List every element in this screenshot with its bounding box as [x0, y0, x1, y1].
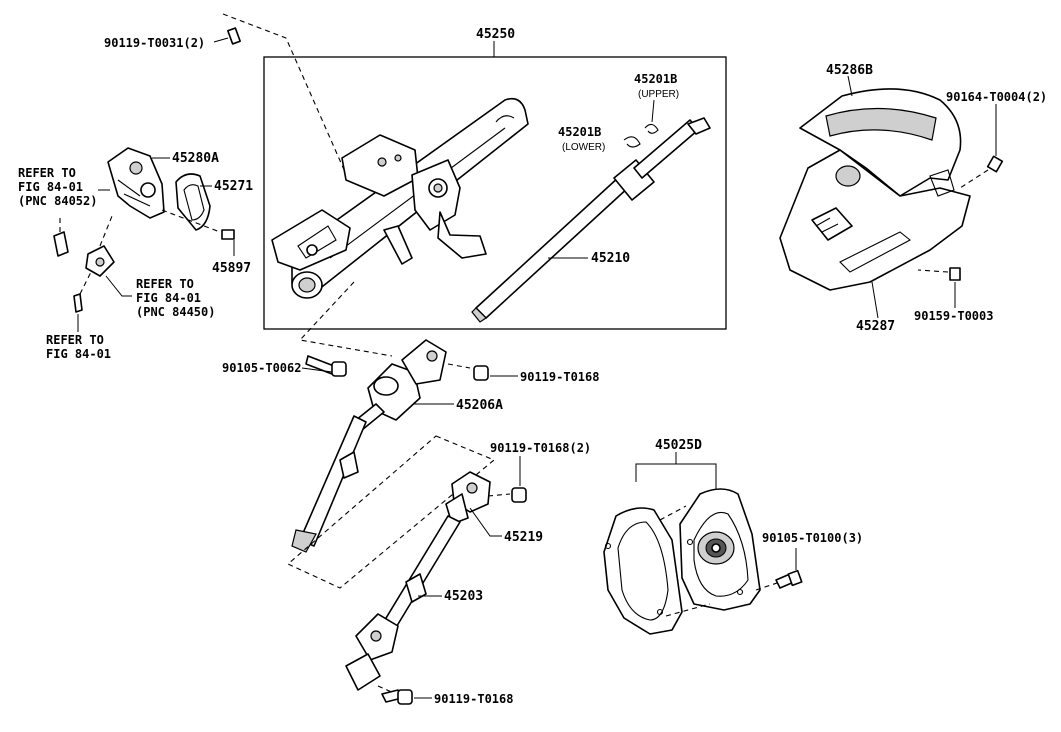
label-45219: 45219 [504, 530, 543, 545]
key-cylinder-housing-45280a: 45280A [107, 147, 219, 219]
label-45897: 45897 [212, 261, 251, 276]
label-refer2-a: REFER TO [136, 277, 194, 291]
yoke-45219: 90119-T0168(2) 45219 [445, 441, 591, 545]
label-45271: 45271 [214, 179, 253, 194]
label-upper: (UPPER) [638, 89, 679, 100]
bolt-90119-t0168-upper: 90119-T0168 [447, 363, 599, 384]
bolt-90105-t0062: 90105-T0062 [222, 355, 347, 377]
label-45287: 45287 [856, 319, 895, 334]
bolt-90119-t0168-lower: 90119-T0168 [377, 685, 513, 706]
column-cover-group: 45286B 45287 [779, 63, 971, 334]
label-lower: (LOWER) [562, 142, 605, 153]
steering-column-tube [271, 97, 529, 299]
label-90119-t0031: 90119-T0031(2) [104, 36, 205, 50]
label-45286b: 45286B [826, 63, 873, 78]
cover-45271: 45271 [161, 173, 253, 233]
label-45025d: 45025D [655, 438, 702, 453]
label-45206a: 45206A [456, 398, 503, 413]
clip-45201b-upper: 45201B (UPPER) [634, 72, 679, 134]
label-refer3-b: FIG 84-01 [46, 347, 111, 361]
column-assembly-box [263, 56, 727, 330]
label-refer2-c: (PNC 84450) [136, 305, 215, 319]
label-45280a: 45280A [172, 151, 219, 166]
refer-to-fig-84-01: REFER TO FIG 84-01 [46, 269, 111, 361]
screw-90159-t0003: 90159-T0003 [914, 267, 993, 323]
bolt-90119-t0031: 90119-T0031(2) [104, 27, 241, 50]
screw-90164-t0004: 90164-T0004(2) [946, 90, 1047, 189]
label-45201b-upper: 45201B [634, 72, 677, 86]
label-refer3-a: REFER TO [46, 333, 104, 347]
label-45203: 45203 [444, 589, 483, 604]
screw-45897: 45897 [212, 229, 251, 276]
clip-45201b-lower: 45201B (LOWER) [558, 125, 641, 153]
hole-cover-45025d: 45025D [603, 438, 761, 635]
lower-shaft-dashed-frame [286, 435, 496, 589]
label-90119-t0168-a: 90119-T0168 [520, 370, 599, 384]
main-shaft-45210: 45210 [471, 117, 711, 323]
label-refer1-a: REFER TO [18, 166, 76, 180]
label-90159-t0003: 90159-T0003 [914, 309, 993, 323]
label-90119-t0168-b: 90119-T0168 [434, 692, 513, 706]
label-refer2-b: FIG 84-01 [136, 291, 201, 305]
intermediate-shaft-45206a: 45206A [291, 281, 503, 553]
refer-to-fig-84-01-pnc-84450: REFER TO FIG 84-01 (PNC 84450) [85, 215, 215, 319]
label-90119-t0168-2: 90119-T0168(2) [490, 441, 591, 455]
label-45210: 45210 [591, 251, 630, 266]
label-90105-t0062: 90105-T0062 [222, 361, 301, 375]
lower-cover-45287 [779, 149, 971, 291]
lower-shaft-45203: 45203 [345, 515, 483, 691]
refer-to-fig-84-01-pnc-84052: REFER TO FIG 84-01 (PNC 84052) [18, 166, 110, 257]
label-refer1-c: (PNC 84052) [18, 194, 97, 208]
label-90164-t0004: 90164-T0004(2) [946, 90, 1047, 104]
label-45201b-lower: 45201B [558, 125, 601, 139]
label-90105-t0100: 90105-T0100(3) [762, 531, 863, 545]
gasket-plate [603, 507, 683, 635]
bolt-90105-t0100: 90105-T0100(3) [755, 531, 863, 591]
column-assembly-group: 45250 [222, 13, 727, 330]
label-45250: 45250 [476, 27, 515, 42]
label-refer1-b: FIG 84-01 [18, 180, 83, 194]
